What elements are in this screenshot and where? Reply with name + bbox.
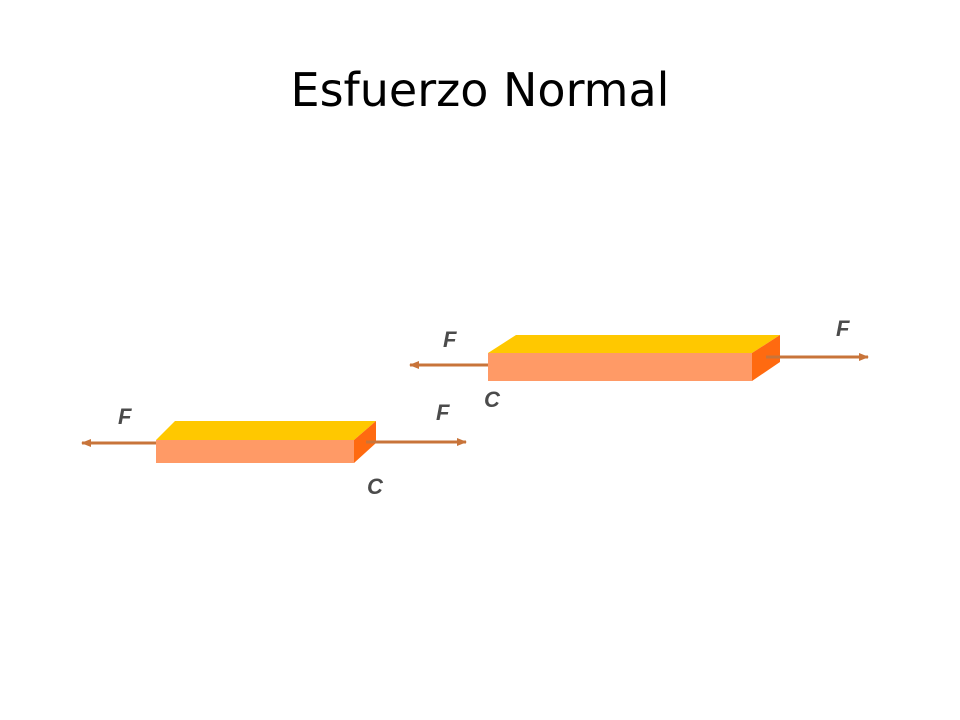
bar-small-group: F F C <box>81 400 467 499</box>
bar-large-top-face <box>488 335 780 353</box>
section-label-large: C <box>484 387 501 412</box>
bar-small-end-face <box>354 421 376 463</box>
force-label-left-small: F <box>118 404 132 429</box>
force-label-right-small: F <box>436 400 450 425</box>
section-label-small: C <box>367 474 384 499</box>
force-label-right-large: F <box>836 316 850 341</box>
bar-small-front-face <box>156 440 354 463</box>
bar-large-group: F F C <box>409 316 869 412</box>
bar-large-front-face <box>488 353 752 381</box>
slide-title: Esfuerzo Normal <box>290 63 670 117</box>
force-label-left-large: F <box>443 327 457 352</box>
bar-small-top-face <box>156 421 376 440</box>
